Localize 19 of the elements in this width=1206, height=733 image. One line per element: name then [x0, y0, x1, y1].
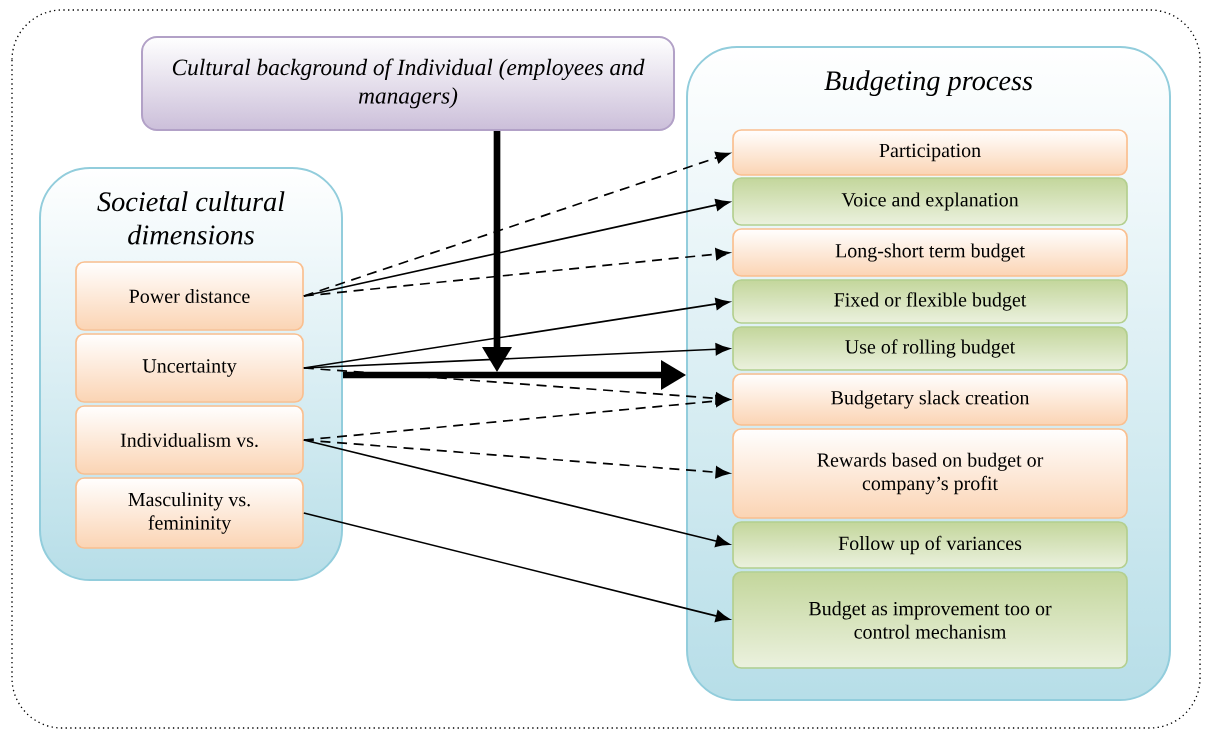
arrow: [303, 439, 730, 479]
item-box: Budgetary slack creation: [732, 373, 1128, 426]
arrow: [303, 512, 730, 622]
item-box: Budget as improvement too or control mechanism: [732, 571, 1128, 669]
item-box: Follow up of variances: [732, 521, 1128, 569]
item-box: Use of rolling budget: [732, 326, 1128, 371]
item-box: Masculinity vs. femininity: [75, 477, 304, 549]
item-box: Rewards based on budget or company’s profit: [732, 428, 1128, 519]
item-box: Fixed or flexible budget: [732, 279, 1128, 324]
item-box: Uncertainty: [75, 333, 304, 403]
item-box: Individualism vs.: [75, 405, 304, 475]
arrow: [303, 439, 730, 548]
arrow: [303, 248, 730, 297]
item-box: Long-short term budget: [732, 228, 1128, 277]
arrow: [303, 151, 730, 297]
item-box: Power distance: [75, 261, 304, 331]
item-box: Voice and explanation: [732, 177, 1128, 226]
header-box: Cultural background of Individual (employees and managers): [141, 36, 675, 131]
item-box: Participation: [732, 129, 1128, 176]
